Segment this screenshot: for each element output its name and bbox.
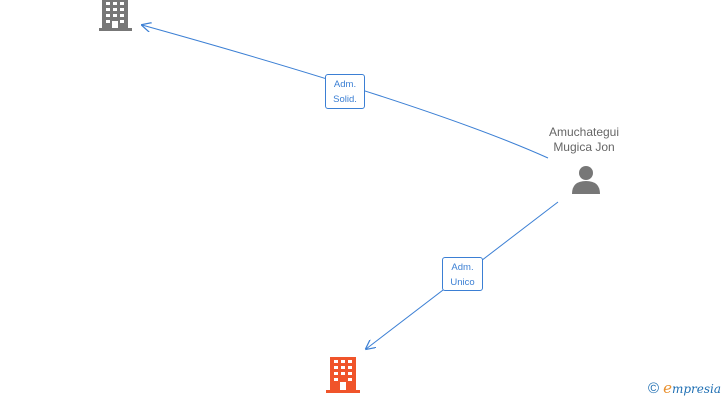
copyright-icon: © (648, 380, 660, 397)
person-name-line2: Mugica Jon (553, 140, 615, 154)
person-name-line1: Amuchategui (548, 125, 620, 139)
person-icon[interactable] (570, 164, 602, 196)
edge-adm-solid (142, 25, 549, 159)
relation-label-line2: Solid. (333, 94, 357, 105)
relation-label-line1: Adm. (451, 262, 474, 273)
person-name[interactable]: Amuchategui Mugica Jon (528, 125, 640, 155)
relation-label-line1: Adm. (333, 79, 357, 90)
building-icon[interactable] (326, 357, 360, 393)
brand-name: mpresia (671, 382, 722, 396)
brand-letter: e (663, 379, 672, 397)
relation-label-adm-unico[interactable]: Adm. Unico (442, 257, 483, 291)
relation-label-line2: Unico (450, 277, 475, 288)
empresia-logo: ©empresia (648, 378, 728, 400)
relation-label-adm-solid[interactable]: Adm. Solid. (325, 74, 365, 109)
building-icon[interactable] (99, 0, 132, 31)
